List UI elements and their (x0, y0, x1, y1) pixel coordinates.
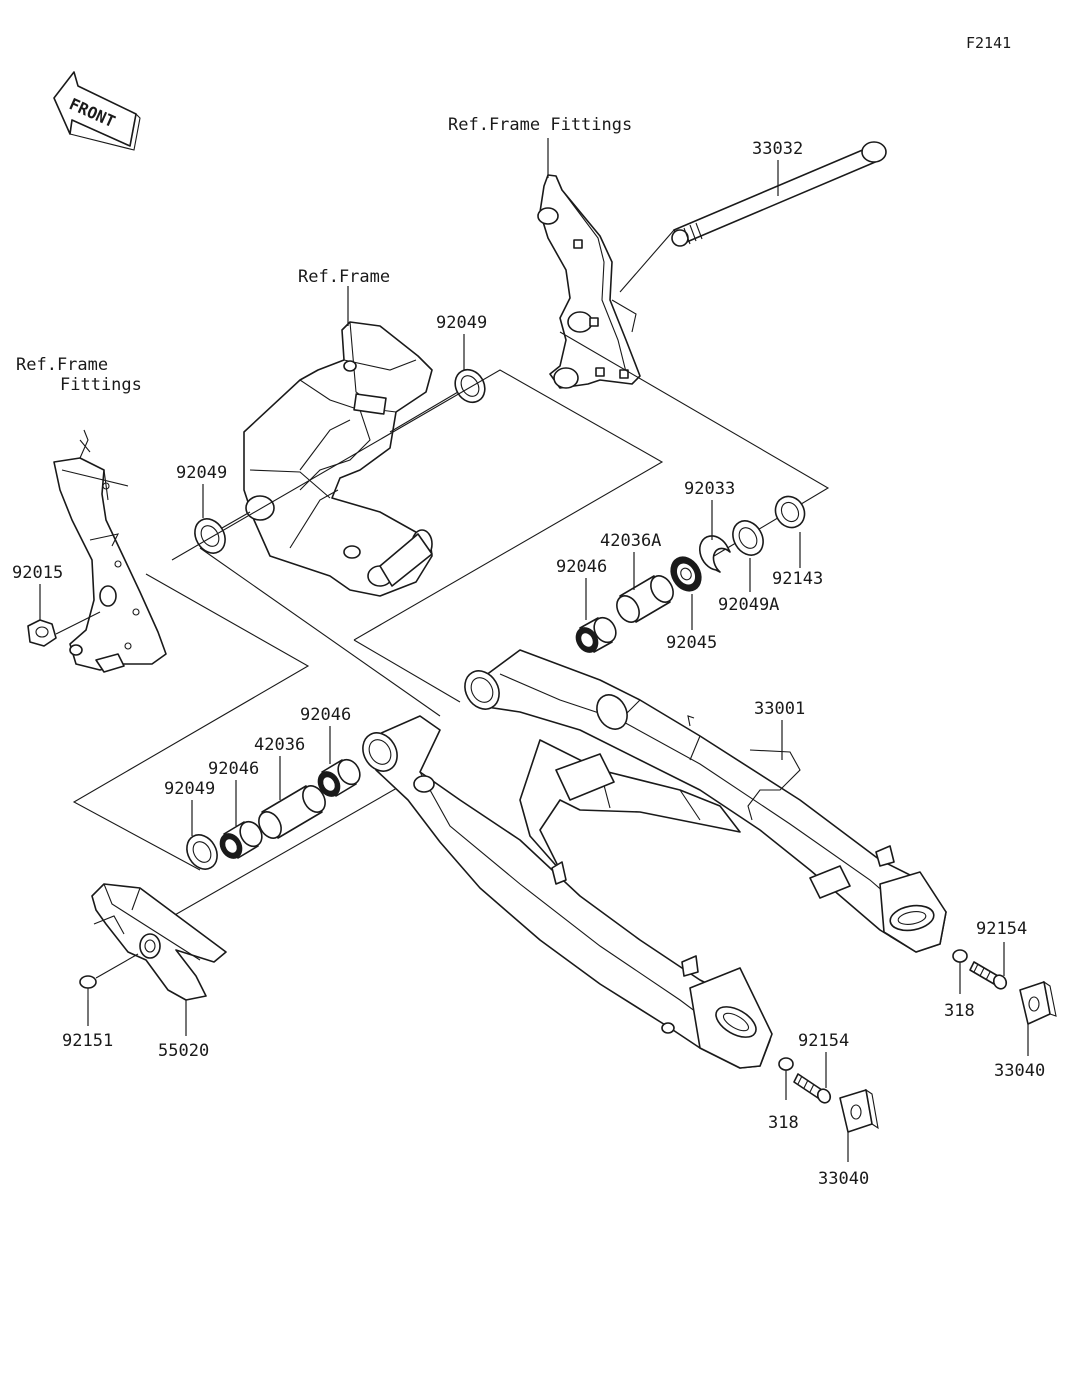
adjuster-block-lower (839, 1088, 879, 1133)
nut-318-lower (778, 1057, 794, 1071)
ref-frame-fittings-left-line1: Ref.Frame (16, 355, 108, 375)
washer-frame-left (194, 518, 226, 554)
part-92046-left-outer: 92046 (300, 705, 351, 725)
part-92049-frame-right: 92049 (436, 313, 487, 333)
ref-frame-fittings-top-label: Ref.Frame Fittings (448, 115, 632, 135)
circlip (699, 535, 731, 573)
part-33032: 33032 (752, 139, 803, 159)
needle-bearing-left-inner (219, 820, 263, 859)
part-42036: 42036 (254, 735, 305, 755)
part-92049-frame-left: 92049 (176, 463, 227, 483)
part-33040-lower: 33040 (818, 1169, 869, 1189)
part-92154-right: 92154 (976, 919, 1027, 939)
part-92151: 92151 (62, 1031, 113, 1051)
cap-right (774, 495, 806, 529)
frame-fitting-left (53, 429, 167, 673)
chain-guard (91, 883, 227, 1001)
needle-bearing-left-outer (317, 758, 361, 797)
washer-frame-right (454, 368, 486, 404)
part-92154-lower: 92154 (798, 1031, 849, 1051)
front-arrow-icon: FRONT (53, 71, 141, 151)
ball-bearing (670, 556, 702, 592)
bolt-92154-right (969, 961, 1008, 990)
ref-frame-label: Ref.Frame (298, 267, 390, 287)
part-42036A: 42036A (600, 531, 661, 551)
part-33040-right: 33040 (994, 1061, 1045, 1081)
sleeve-left (258, 785, 326, 839)
part-92049-seal-left: 92049 (164, 779, 215, 799)
part-33001: 33001 (754, 699, 805, 719)
part-318-lower: 318 (768, 1113, 799, 1133)
pivot-shaft (619, 141, 887, 293)
part-92033: 92033 (684, 479, 735, 499)
part-92046-right: 92046 (556, 557, 607, 577)
part-92143: 92143 (772, 569, 823, 589)
part-55020: 55020 (158, 1041, 209, 1061)
part-92045: 92045 (666, 633, 717, 653)
part-318-right: 318 (944, 1001, 975, 1021)
needle-bearing-right (575, 616, 617, 653)
diagram-code: F2141 (966, 34, 1011, 52)
swingarm (362, 649, 947, 1069)
part-92015: 92015 (12, 563, 63, 583)
bolt-chain-guard (79, 975, 97, 1000)
nut-318-right (952, 949, 968, 963)
part-92046-left-inner: 92046 (208, 759, 259, 779)
part-92049A: 92049A (718, 595, 779, 615)
bolt-92154-lower (793, 1073, 832, 1104)
seal-right (732, 520, 764, 556)
nut-left-fitting (27, 619, 57, 647)
adjuster-block-right (1019, 980, 1057, 1025)
ref-frame-fittings-left-line2: Fittings (60, 375, 142, 395)
frame-section (243, 321, 433, 597)
sleeve-right (616, 575, 674, 623)
frame-fitting-right (537, 174, 641, 389)
seal-left (186, 834, 218, 870)
